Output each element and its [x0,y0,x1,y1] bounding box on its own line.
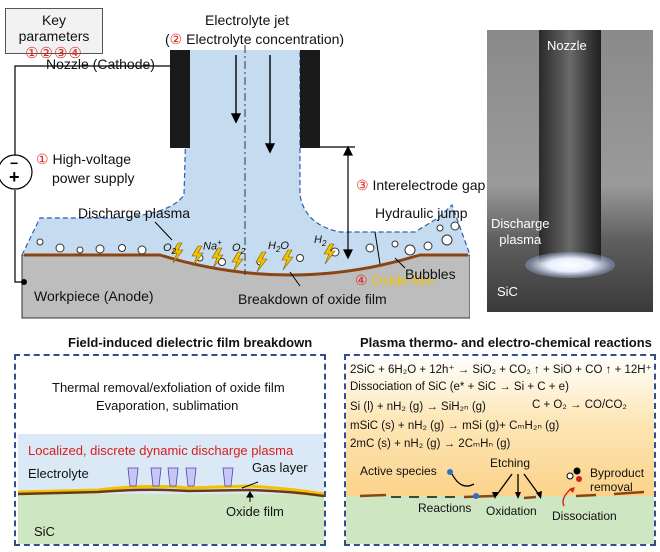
bubbles-label: Bubbles [405,266,456,282]
electrolyte-jet-label: Electrolyte jet [205,12,290,28]
arrowheads [492,491,542,499]
left-panel-arrows [241,481,259,502]
electrolyte-outline [21,51,470,256]
discharge-bolts [171,242,336,273]
dissociation-label: Dissociation [552,509,617,523]
breakdown-label: Breakdown of oxide film [238,291,387,307]
surface-oxide-segments [359,490,645,500]
photo-nozzle-rod [539,30,601,262]
reaction-dot [473,493,479,499]
bubbles [36,221,460,266]
oxidation-label: Oxidation [486,504,537,518]
photo-plasma-glow [525,252,615,278]
power-line1: High-voltage [52,151,132,167]
byproduct-molecule-a [566,472,574,480]
species-h2o: H2O [268,240,289,255]
electrolyte-concentration-text: Electrolyte concentration) [182,31,345,47]
byproduct-molecule-b [573,467,581,475]
gas-layer-label: Gas layer [252,460,308,475]
workpiece-anode-label: Workpiece (Anode) [34,288,154,304]
reactions-label: Reactions [418,501,472,515]
sic-label: SiC [34,524,55,539]
power-supply-label: ① High-voltage power supply [36,150,135,188]
left-panel-illustration [18,434,324,544]
species-h2: H2 [314,234,327,249]
param-2-marker: ② [169,31,183,47]
key-parameters-box: Key parameters ①②③④ [5,8,103,62]
electrolyte-film [22,50,470,275]
oxide-film-line [24,253,468,277]
plasma-cells [127,467,234,487]
oxide-film-label: ④ Oxide film [355,272,434,289]
param-3-marker: ③ [356,177,369,193]
power-plus-sign: + [9,167,20,187]
etching-label: Etching [490,456,531,470]
nozzle-right-wall [300,50,320,148]
process-schematic: + − [0,45,470,319]
right-panel-illustration [346,356,654,544]
oxide-film-bottom-label: Oxide film [226,504,284,519]
equation-1: 2SiC + 6H₂O + 12h⁺ → SiO₂ + CO₂ ↑ + SiO … [350,364,652,376]
species-o2-left: O2 [163,242,177,257]
power-minus-sign: − [10,155,18,171]
hydraulic-jump-label: Hydraulic jump [375,205,468,221]
anode-contact-dot [21,279,27,285]
left-panel-line2: Evaporation, sublimation [96,398,239,413]
right-panel-title: Plasma thermo- and electro-chemical reac… [360,335,652,350]
gap-dimension-arrow [320,145,355,260]
paren-open: ( [165,31,170,47]
species-o2-right: O2 [232,242,246,257]
left-panel-line1: Thermal removal/exfoliation of oxide fil… [52,380,285,395]
equation-3a: Si (l) + nH₂ (g) → SiH₂ₙ (g) [350,401,486,413]
equation-3b: C + O₂ → CO/CO₂ [532,399,627,411]
power-circuit [0,65,170,283]
key-parameters-numbers: ①②③④ [25,45,83,62]
interelectrode-gap-label: ③ Interelectrode gap [356,177,485,194]
equation-5: 2mC (s) + nH₂ (g) → 2CₘHₙ (g) [350,438,511,450]
power-line2: power supply [52,170,135,186]
localized-plasma-label: Localized, discrete dynamic discharge pl… [28,443,294,458]
param-4-marker: ④ [355,272,368,288]
oxide-film-layer [18,488,324,498]
discharge-plasma-label: Discharge plasma [78,205,191,221]
gap-text: Interelectrode gap [372,177,486,193]
equation-2: Dissociation of SiC (e* + SiC → Si + C +… [350,381,569,393]
nozzle-cathode-label: Nozzle (Cathode) [46,56,155,72]
nozzle-left-wall [170,50,190,148]
gas-layer [18,484,324,496]
plasma-region [346,356,654,496]
electrolyte-concentration-label: (② Electrolyte concentration) [165,31,344,48]
left-panel-title: Field-induced dielectric film breakdown [68,335,313,350]
flow-arrows [230,55,276,154]
sic-substrate [18,494,324,544]
key-parameters-title: Key parameters [18,12,90,44]
active-species-dot [447,469,453,475]
left-panel: Thermal removal/exfoliation of oxide fil… [14,354,326,546]
active-species-label: Active species [360,464,437,478]
oxide-film-text: Oxide film [371,272,434,288]
equation-4: mSiC (s) + nH₂ (g) → mSi (g)+ CₘH₂ₙ (g) [350,420,560,432]
byproduct-molecule-c [576,476,582,482]
sic-region [346,496,654,544]
electrolyte-label: Electrolyte [28,466,89,481]
param-1-marker: ① [36,151,49,167]
callout-lines [152,65,406,287]
right-panel: 2SiC + 6H₂O + 12h⁺ → SiO₂ + CO₂ ↑ + SiO … [344,354,656,546]
species-na-plus: Na+ [203,238,222,253]
photo-sic-label: SiC [497,284,518,299]
photo-nozzle-label: Nozzle [547,38,587,53]
